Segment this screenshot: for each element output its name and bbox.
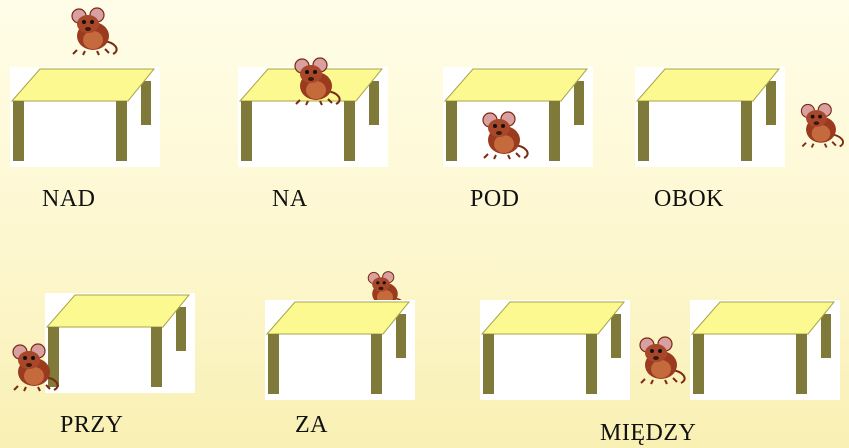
mouse-icon	[630, 335, 692, 385]
label-obok: OBOK	[654, 186, 725, 212]
label-za: ZA	[295, 412, 328, 438]
table-icon	[265, 300, 415, 400]
table-icon	[10, 67, 160, 167]
mouse-icon	[3, 342, 65, 392]
mouse-icon	[285, 56, 347, 106]
mouse-icon	[793, 100, 849, 150]
table-icon	[690, 300, 840, 400]
label-przy: PRZY	[60, 412, 124, 438]
mouse-icon	[473, 110, 535, 160]
label-nad: NAD	[42, 186, 96, 212]
label-pod: POD	[470, 186, 520, 212]
table-icon	[45, 293, 195, 393]
label-miedzy: MIĘDZY	[600, 420, 697, 446]
label-na: NA	[272, 186, 308, 212]
table-icon	[480, 300, 630, 400]
table-icon	[635, 67, 785, 167]
mouse-icon	[62, 6, 124, 56]
